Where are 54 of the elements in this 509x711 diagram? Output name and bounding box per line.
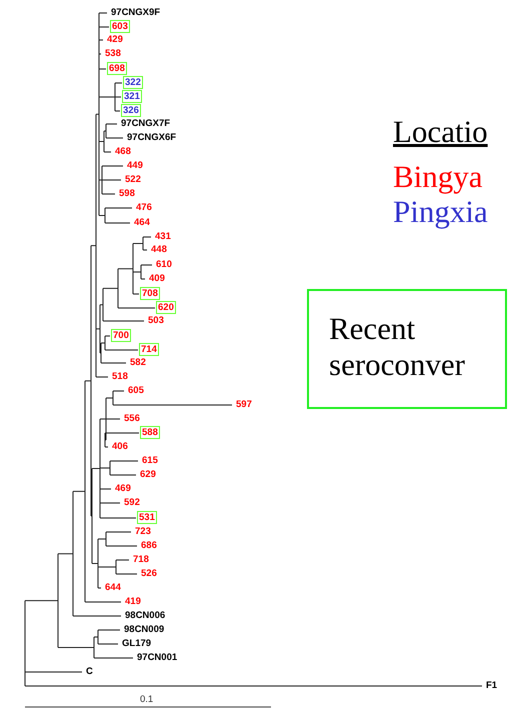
taxon-label: 700	[111, 328, 131, 342]
taxon-label: 431	[155, 231, 171, 242]
taxon-label: GL179	[122, 638, 152, 649]
taxon-label: 538	[105, 48, 121, 59]
legend-text: Recent seroconver	[329, 311, 466, 383]
taxon-label: C	[86, 666, 93, 677]
taxon-label: 419	[125, 596, 141, 607]
taxon-label: 448	[151, 244, 167, 255]
taxon-label: 322	[123, 76, 143, 88]
taxon-label: 97CNGX6F	[127, 132, 176, 143]
scale-label: 0.1	[140, 694, 154, 705]
taxon-label: 605	[128, 385, 144, 396]
taxon-label: 526	[141, 568, 157, 579]
taxon-label: 620	[156, 300, 176, 314]
taxon-label: 598	[119, 188, 135, 199]
taxon-label: 531	[137, 510, 157, 524]
taxon-label: 97CN001	[137, 652, 178, 663]
taxon-label: 644	[105, 582, 121, 593]
taxon-label: 429	[107, 34, 123, 45]
legend-title: Locatio	[393, 115, 488, 149]
legend-entry: Bingya	[393, 160, 483, 194]
legend-entry: Pingxia	[393, 195, 488, 229]
taxon-label: 464	[134, 217, 150, 228]
taxon-label: 718	[133, 554, 149, 565]
taxon-label: 409	[149, 273, 165, 284]
taxon-label: 714	[139, 342, 159, 356]
taxon-label: 698	[107, 62, 127, 74]
taxon-label: 326	[121, 104, 141, 116]
taxon-label: 468	[115, 146, 131, 157]
taxon-label: 522	[125, 174, 141, 185]
taxon-label: F1	[486, 680, 498, 691]
taxon-label: 615	[142, 455, 158, 466]
taxon-label: 582	[130, 357, 146, 368]
taxon-label: 321	[122, 90, 142, 102]
taxon-label: 518	[112, 371, 128, 382]
taxon-label: 723	[135, 526, 151, 537]
taxon-label: 556	[124, 413, 140, 424]
taxon-label: 629	[140, 469, 156, 480]
taxon-label: 597	[236, 399, 252, 410]
taxon-label: 406	[112, 441, 128, 452]
taxon-label: 708	[140, 286, 160, 300]
taxon-label: 97CNGX9F	[111, 7, 160, 18]
taxon-label: 98CN006	[125, 610, 166, 621]
taxon-label: 686	[141, 540, 157, 551]
taxon-label: 588	[140, 426, 160, 438]
taxon-label: 469	[115, 483, 131, 494]
taxon-label: 503	[148, 315, 164, 326]
taxon-label: 603	[110, 20, 130, 32]
taxon-label: 97CNGX7F	[121, 118, 170, 129]
taxon-label: 98CN009	[124, 624, 164, 635]
taxon-label: 610	[156, 259, 172, 270]
taxon-label: 592	[124, 497, 140, 508]
taxon-label: 449	[127, 160, 143, 171]
taxon-label: 476	[136, 202, 152, 213]
